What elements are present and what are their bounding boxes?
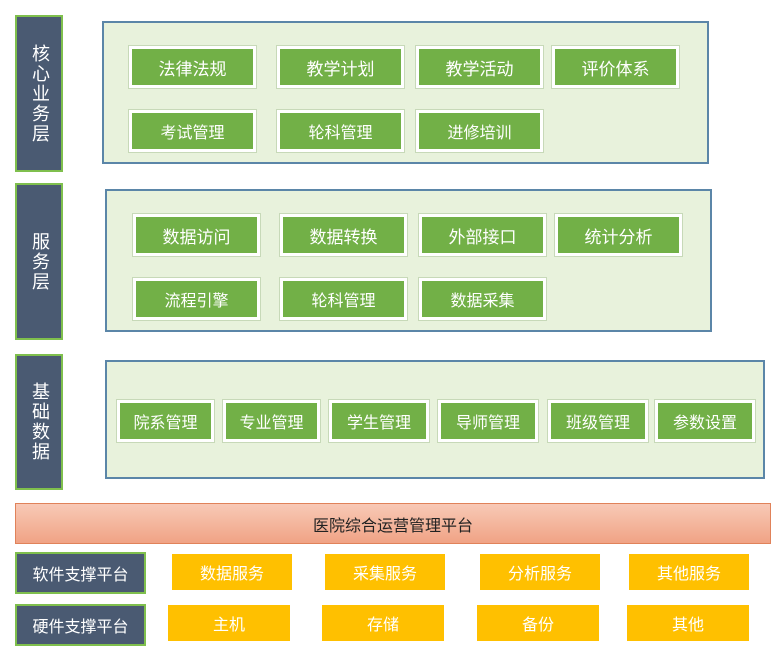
hardware-item-backup: 备份	[477, 605, 599, 641]
software-item-other-service: 其他服务	[629, 554, 749, 590]
hardware-item-other: 其他	[627, 605, 749, 641]
base-item-student: 学生管理	[329, 400, 429, 442]
base-item-tutor: 导师管理	[438, 400, 538, 442]
service-item-data-access: 数据访问	[133, 214, 260, 256]
service-item-statistics: 统计分析	[555, 214, 682, 256]
core-item-law: 法律法规	[129, 46, 256, 88]
service-item-rotation: 轮科管理	[280, 278, 407, 320]
software-item-data-service: 数据服务	[172, 554, 292, 590]
service-item-data-collection: 数据采集	[419, 278, 546, 320]
base-item-parameters: 参数设置	[655, 400, 755, 442]
core-item-training: 进修培训	[416, 110, 543, 152]
hardware-platform-label: 硬件支撑平台	[15, 604, 146, 646]
core-layer-label: 核心业务层	[15, 15, 63, 172]
operations-platform-bar: 医院综合运营管理平台	[15, 503, 771, 544]
service-layer-label: 服务层	[15, 183, 63, 340]
core-layer-label-text: 核心业务层	[29, 43, 50, 144]
core-item-teaching-plan: 教学计划	[277, 46, 404, 88]
core-item-exam: 考试管理	[129, 110, 256, 152]
core-item-teaching-activity: 教学活动	[416, 46, 543, 88]
service-item-external-interface: 外部接口	[419, 214, 546, 256]
software-item-analysis-service: 分析服务	[480, 554, 600, 590]
service-layer-label-text: 服务层	[29, 231, 50, 292]
hardware-item-storage: 存储	[322, 605, 444, 641]
base-item-major: 专业管理	[223, 400, 320, 442]
base-layer-label-text: 基础数据	[29, 382, 50, 462]
software-platform-label: 软件支撑平台	[15, 552, 146, 594]
service-item-workflow-engine: 流程引擎	[133, 278, 260, 320]
software-item-collection-service: 采集服务	[325, 554, 445, 590]
base-item-class: 班级管理	[548, 400, 648, 442]
hardware-item-host: 主机	[168, 605, 290, 641]
core-item-evaluation: 评价体系	[552, 46, 679, 88]
base-layer-label: 基础数据	[15, 354, 63, 490]
base-item-department: 院系管理	[117, 400, 214, 442]
service-item-data-transform: 数据转换	[280, 214, 407, 256]
core-item-rotation: 轮科管理	[277, 110, 404, 152]
